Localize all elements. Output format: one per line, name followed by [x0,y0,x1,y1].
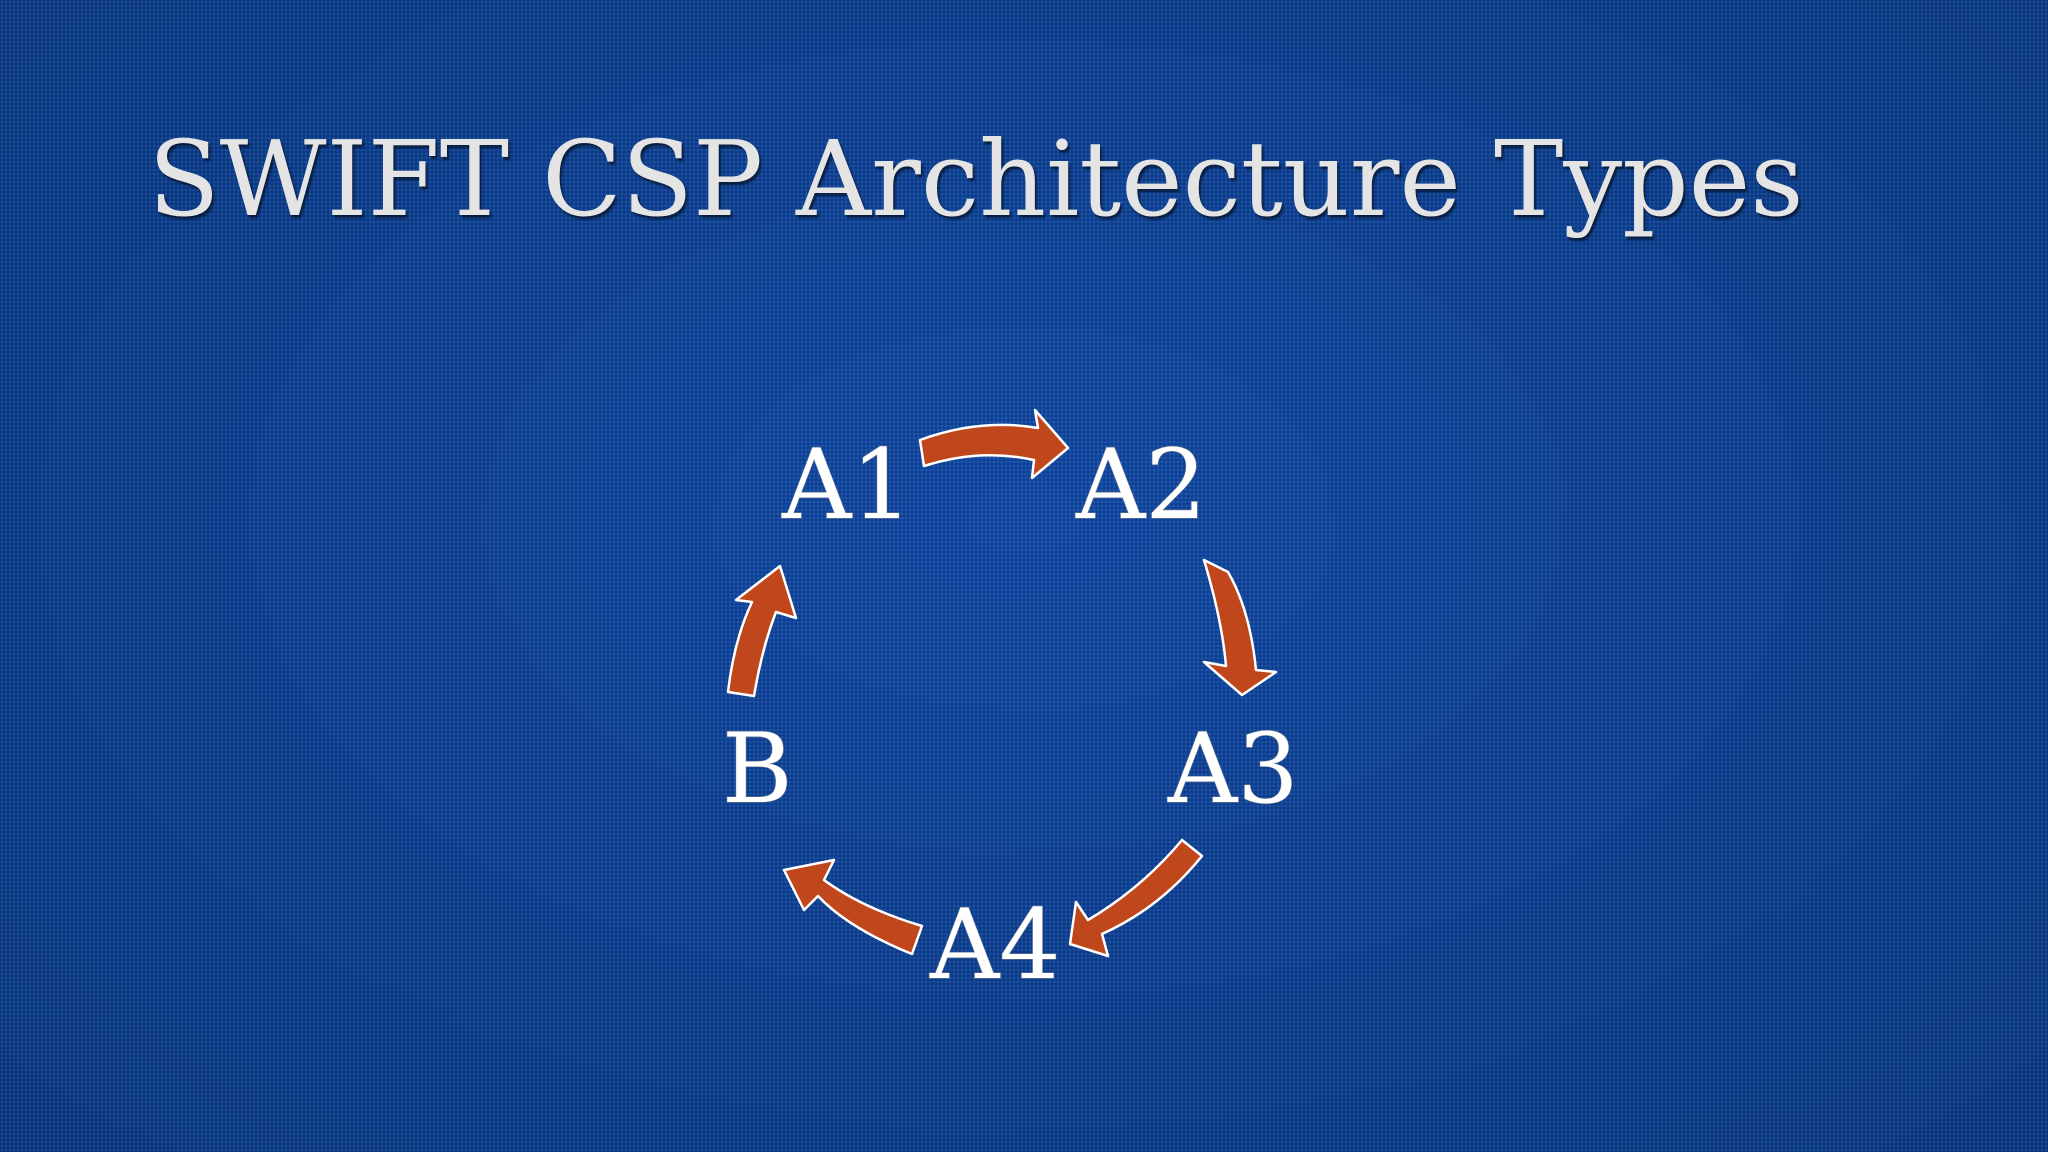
slide-title: SWIFT CSP Architecture Types [148,118,1804,240]
node-a4: A4 [929,889,1060,1001]
arrow-a1-to-a2 [918,408,1070,480]
arrow-a4-to-b [782,858,924,956]
node-a3: A3 [1167,713,1298,825]
node-b: B [722,713,793,825]
node-a1: A1 [781,429,912,541]
arrow-b-to-a1 [726,564,798,698]
arrow-a2-to-a3 [1202,558,1278,697]
arrow-a3-to-a4 [1068,838,1204,958]
node-a2: A2 [1075,429,1206,541]
